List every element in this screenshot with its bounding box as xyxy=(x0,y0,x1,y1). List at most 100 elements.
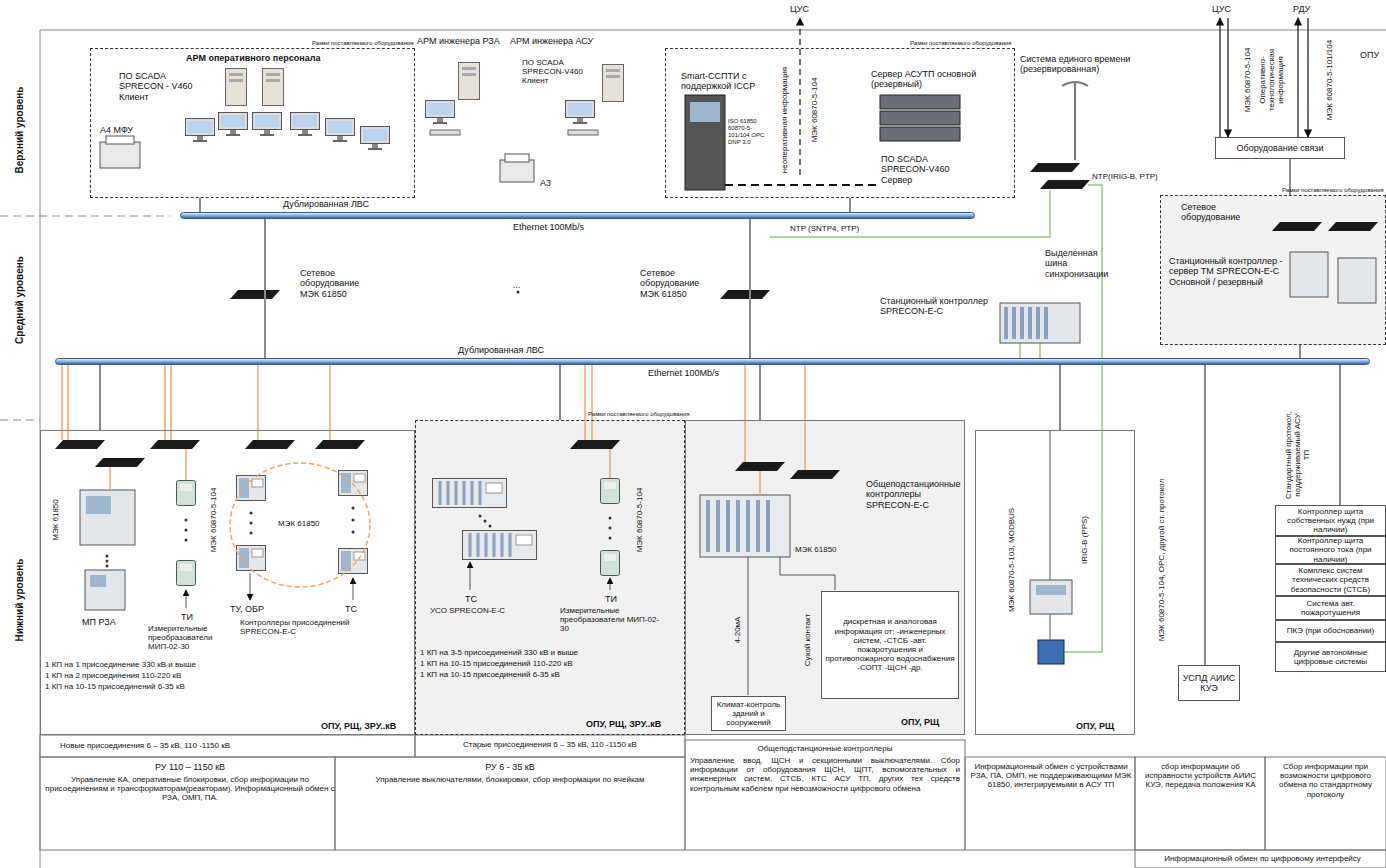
node-text: Комплекс систем технических средств безо… xyxy=(1279,566,1382,594)
connector xyxy=(1059,365,1061,430)
server-icon xyxy=(690,102,720,122)
network-switch xyxy=(790,470,840,479)
printer-icon xyxy=(106,136,134,144)
network-switch xyxy=(55,440,105,449)
label-text: Средний уровень xyxy=(14,256,26,344)
dots xyxy=(250,532,253,535)
label-text: Рамки поставляемого оборудования xyxy=(312,40,414,47)
label-text: Верхний уровень xyxy=(14,87,26,174)
controller-icon xyxy=(86,496,111,514)
network-switch xyxy=(570,440,620,449)
field-wire xyxy=(61,365,62,440)
label-text: ТС xyxy=(465,594,477,604)
workstation-icon xyxy=(430,130,460,135)
label-text: NTP (SNTP4, PTP) xyxy=(790,224,859,233)
label-text: Управление КА, оперативные блокировки, с… xyxy=(45,775,335,803)
node-text: Контроллер щита постоянного тока (при на… xyxy=(1279,536,1382,564)
label-text: Управление ввод. ЩСН и секционными выклю… xyxy=(690,756,960,793)
dots xyxy=(609,537,612,540)
connector xyxy=(99,365,101,430)
uplink-arrow xyxy=(1227,18,1228,137)
label-text: Сбор информации при возможности цифровог… xyxy=(1269,762,1382,799)
label-text: Рамки поставляемого оборудования xyxy=(588,411,690,418)
bus-bar: Дублированная ЛВСEthernet 100Mb/s xyxy=(180,212,975,219)
node-text: Система авт. пожаротушения xyxy=(1279,599,1382,617)
node-text: Ethernet 100Mb/s xyxy=(646,368,721,378)
table-grid xyxy=(40,735,1386,868)
label-text: неоперативная информация xyxy=(780,67,789,173)
field-wire xyxy=(62,365,805,587)
time-system-icon xyxy=(1030,82,1090,189)
label-text: Старые присоединения 6 – 35 кВ, 110 -115… xyxy=(425,740,675,749)
signal-wire xyxy=(1050,614,1051,640)
region-ground xyxy=(415,195,1386,735)
label-text: Стандартный протокол, поддерживаемый АСУ… xyxy=(1284,410,1312,500)
node-text: ОПУ, РЩ xyxy=(901,717,939,727)
table-grid xyxy=(40,757,335,850)
controller-icon xyxy=(601,551,620,576)
label-text: ТУ, ОБР xyxy=(230,604,264,614)
label-text: АРМ инженера РЗА xyxy=(417,36,500,46)
table-grid xyxy=(685,740,965,850)
time-system-icon xyxy=(1040,180,1090,189)
label-text: Сухой контакт xyxy=(803,614,812,667)
server-icon xyxy=(880,111,960,125)
workstation-icon xyxy=(186,119,215,143)
field-wire xyxy=(170,365,171,440)
field-wire xyxy=(164,365,165,440)
process-box: дискретная и аналоговая информация от: -… xyxy=(821,591,959,699)
workstation-icon xyxy=(568,130,598,135)
group-frame: Общеподстанционные контроллеры SPRECON-E… xyxy=(685,420,965,735)
process-box: Климат-контроль зданий и сооружений xyxy=(711,696,786,731)
label-text: Новые присоединения 6 – 35 кВ, 110 -1150… xyxy=(60,741,230,750)
label-text: Общеподстанционные контроллеры xyxy=(690,744,960,753)
controller-icon xyxy=(463,531,537,560)
connector xyxy=(749,219,751,358)
controller-icon xyxy=(1006,307,1046,339)
table-grid xyxy=(965,430,975,431)
process-box: Система авт. пожаротушения xyxy=(1275,596,1386,620)
process-box: Комплекс систем технических средств безо… xyxy=(1275,564,1386,596)
node-text: дискретная и аналоговая информация от: -… xyxy=(825,617,955,672)
label-text: МЭК 60870-5-104 xyxy=(635,488,644,553)
label-text: МЭК 61850 xyxy=(51,499,60,541)
workstation-icon xyxy=(361,127,390,151)
controller-icon xyxy=(177,561,196,586)
controller-icon xyxy=(90,575,106,587)
label-text: 1 КП на 3-5 присоединений 330 кВ и выше xyxy=(420,648,578,657)
network-switch xyxy=(55,222,1378,479)
field-wire xyxy=(185,449,186,480)
label-text: МЭК 60870-5-101/104 xyxy=(1325,40,1334,120)
label-text: МП РЗА xyxy=(82,617,116,627)
region-ground xyxy=(415,420,685,735)
dots xyxy=(489,525,492,528)
controller-icon xyxy=(1000,303,1080,343)
workstation-icon xyxy=(226,69,247,106)
signal-wire xyxy=(250,573,251,600)
label-text: МЭК 60870-5-104 xyxy=(1243,48,1252,113)
group-frame: ОПУ, РЩ xyxy=(975,430,1135,735)
connector xyxy=(1299,345,1301,358)
field-wire xyxy=(584,365,585,440)
label-text: ЦУС xyxy=(1212,4,1231,14)
workstation-icon xyxy=(263,69,284,106)
signal-wire xyxy=(748,557,749,695)
server-icon xyxy=(725,184,878,186)
controller-icon xyxy=(1338,258,1376,303)
label-text: сбор информации об исправности устройств… xyxy=(1139,762,1262,790)
connector xyxy=(1204,365,1206,665)
dots xyxy=(106,565,109,568)
controller-icon xyxy=(80,252,1376,664)
uplink-arrow xyxy=(1219,18,1220,137)
process-box: Контроллер щита постоянного тока (при на… xyxy=(1275,536,1386,564)
workstation-icon xyxy=(426,101,455,125)
node-text: Контроллер щита собственных нужд (при на… xyxy=(1279,507,1382,535)
label-text: 1 КП на 2 присоединения 110-220 кВ xyxy=(45,671,181,680)
process-box: Оборудование связи xyxy=(1215,137,1345,159)
group-frame: ОПУ, РЩ, ЗРУ..кВ xyxy=(415,420,685,735)
network-switch xyxy=(315,440,365,449)
network-switch xyxy=(150,440,200,449)
label-text: ISO 61850 60870-5-101/104 OPC DNP 3.0 xyxy=(728,118,773,146)
dots xyxy=(106,560,109,563)
